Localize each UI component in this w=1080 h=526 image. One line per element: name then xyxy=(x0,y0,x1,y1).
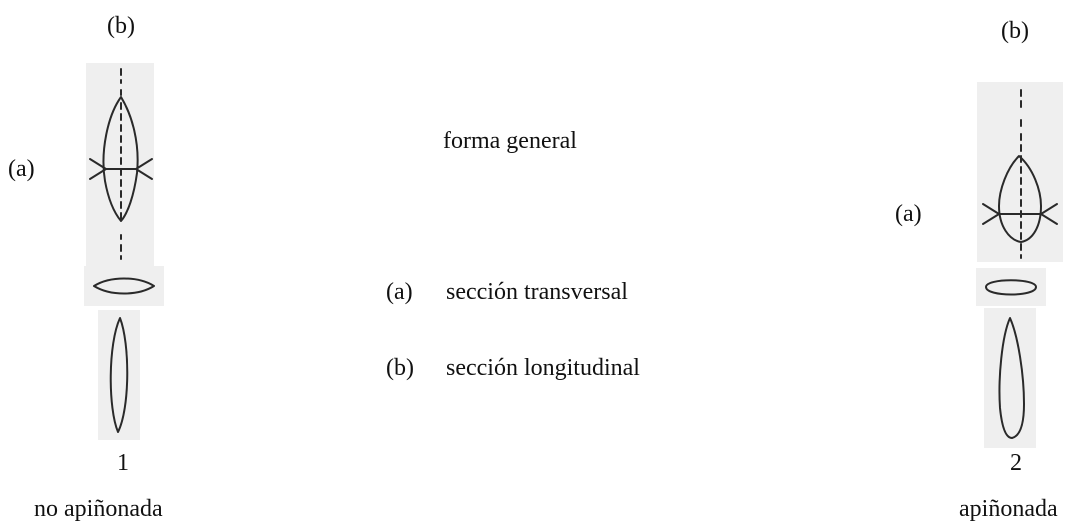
right-general-shape-sketch xyxy=(982,89,1058,259)
right-label-a: (a) xyxy=(895,201,922,227)
left-longitudinal-section-sketch xyxy=(109,317,129,433)
right-figure-number: 2 xyxy=(1010,450,1022,476)
right-transverse-panel xyxy=(976,268,1046,306)
left-general-shape-sketch xyxy=(89,68,153,260)
left-label-b: (b) xyxy=(107,13,135,39)
left-figure-caption: no apiñonada xyxy=(34,496,163,522)
legend-general-form: forma general xyxy=(443,128,577,154)
left-figure-number: 1 xyxy=(117,450,129,476)
legend-longitudinal-section: sección longitudinal xyxy=(446,355,640,381)
right-longitudinal-panel xyxy=(984,308,1036,448)
right-label-b: (b) xyxy=(1001,18,1029,44)
left-label-a: (a) xyxy=(8,156,35,182)
right-longitudinal-section-sketch xyxy=(998,317,1025,439)
left-transverse-section-sketch xyxy=(93,277,155,295)
left-longitudinal-panel xyxy=(98,310,140,440)
legend-transverse-section: sección transversal xyxy=(446,279,628,305)
right-figure-caption: apiñonada xyxy=(959,496,1058,522)
legend-marker-b: (b) xyxy=(386,355,414,381)
legend-marker-a: (a) xyxy=(386,279,413,305)
left-transverse-panel xyxy=(84,266,164,306)
right-transverse-section-sketch xyxy=(985,279,1037,296)
